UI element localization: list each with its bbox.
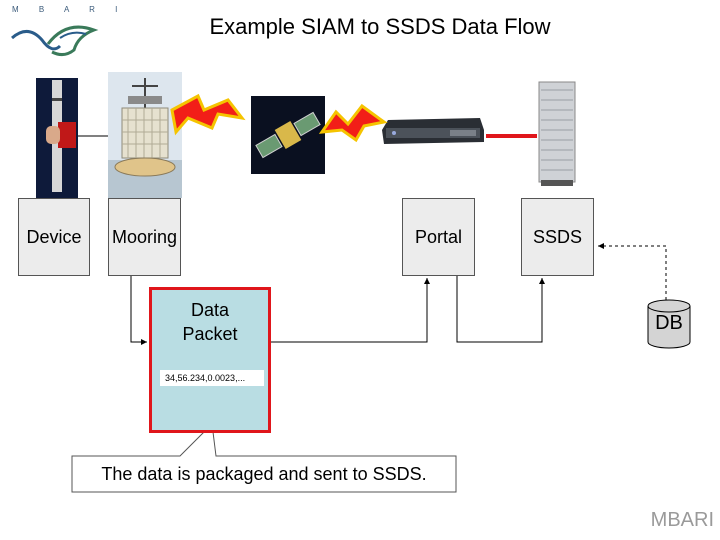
mbari-logo-icon xyxy=(11,25,99,57)
device-box: Device xyxy=(18,198,90,276)
ssds-label: SSDS xyxy=(532,226,583,247)
device-label: Device xyxy=(26,226,82,247)
portal-server-icon xyxy=(382,118,484,144)
packet-sample-data: 34,56.234,0.0023,... xyxy=(160,370,264,386)
ssds-rack-icon xyxy=(538,81,576,186)
ssds-box: SSDS xyxy=(521,198,594,276)
mooring-box: Mooring xyxy=(108,198,181,276)
mooring-buoy-icon xyxy=(108,72,182,198)
mooring-packet-arrow xyxy=(130,276,147,345)
callout-bubble xyxy=(71,422,457,493)
portal-label: Portal xyxy=(414,226,463,247)
mooring-label: Mooring xyxy=(111,226,178,247)
device-photo-icon xyxy=(36,78,78,198)
satellite-icon xyxy=(251,96,325,174)
packet-portal-arrow xyxy=(271,278,430,343)
packet-title-line1: Data xyxy=(190,300,230,320)
page-title: Example SIAM to SSDS Data Flow xyxy=(209,14,551,39)
callout-text: The data is packaged and sent to SSDS. xyxy=(101,463,427,484)
lightning-bolt-icon xyxy=(170,93,246,136)
data-packet: Data Packet 34,56.234,0.0023,... xyxy=(149,287,271,433)
footer-brand: MBARI xyxy=(650,509,714,531)
lightning-bolt-icon xyxy=(318,103,388,143)
db-ssds-arrow xyxy=(598,243,667,300)
database-label: DB xyxy=(655,312,683,334)
portal-ssds-arrow xyxy=(456,276,545,343)
logo-text: M B A R I xyxy=(12,5,127,14)
packet-title: Data Packet xyxy=(152,298,268,346)
portal-box: Portal xyxy=(402,198,475,276)
database-icon xyxy=(647,299,691,349)
packet-title-line2: Packet xyxy=(182,324,238,344)
